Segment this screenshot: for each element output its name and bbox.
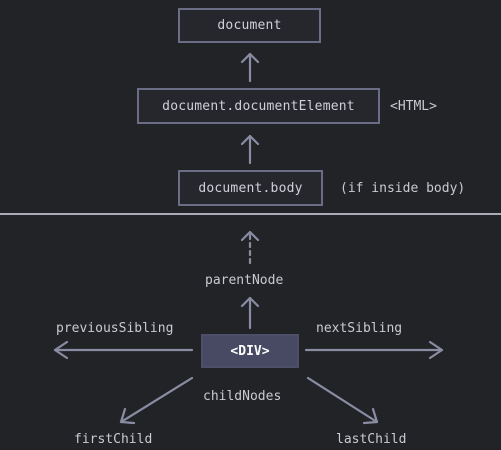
html-note: <HTML> bbox=[390, 99, 437, 114]
arrow-document-element-to-document bbox=[240, 52, 260, 83]
arrow-div-to-parent bbox=[240, 296, 260, 330]
document-body-label: document.body bbox=[198, 180, 303, 196]
document-element-label: document.documentElement bbox=[162, 98, 355, 114]
section-divider bbox=[0, 213, 501, 215]
document-element-box: document.documentElement bbox=[137, 88, 380, 124]
arrow-first-child bbox=[119, 376, 194, 425]
arrow-next-sibling bbox=[304, 340, 444, 360]
arrow-last-child bbox=[306, 376, 379, 425]
arrow-parent-dashed bbox=[240, 230, 260, 265]
parent-node-label: parentNode bbox=[205, 273, 284, 288]
div-node-label: <DIV> bbox=[230, 343, 270, 359]
document-label: document bbox=[217, 18, 282, 33]
arrow-previous-sibling bbox=[53, 340, 194, 360]
first-child-label: firstChild bbox=[74, 432, 153, 447]
document-body-box: document.body bbox=[178, 170, 323, 206]
previous-sibling-label: previousSibling bbox=[56, 321, 174, 336]
child-nodes-label: childNodes bbox=[203, 389, 282, 404]
body-note: (if inside body) bbox=[340, 181, 466, 196]
next-sibling-label: nextSibling bbox=[316, 321, 403, 336]
document-box: document bbox=[178, 8, 321, 43]
div-node-box: <DIV> bbox=[201, 334, 299, 368]
last-child-label: lastChild bbox=[336, 432, 407, 447]
arrow-body-to-document-element bbox=[240, 134, 260, 165]
